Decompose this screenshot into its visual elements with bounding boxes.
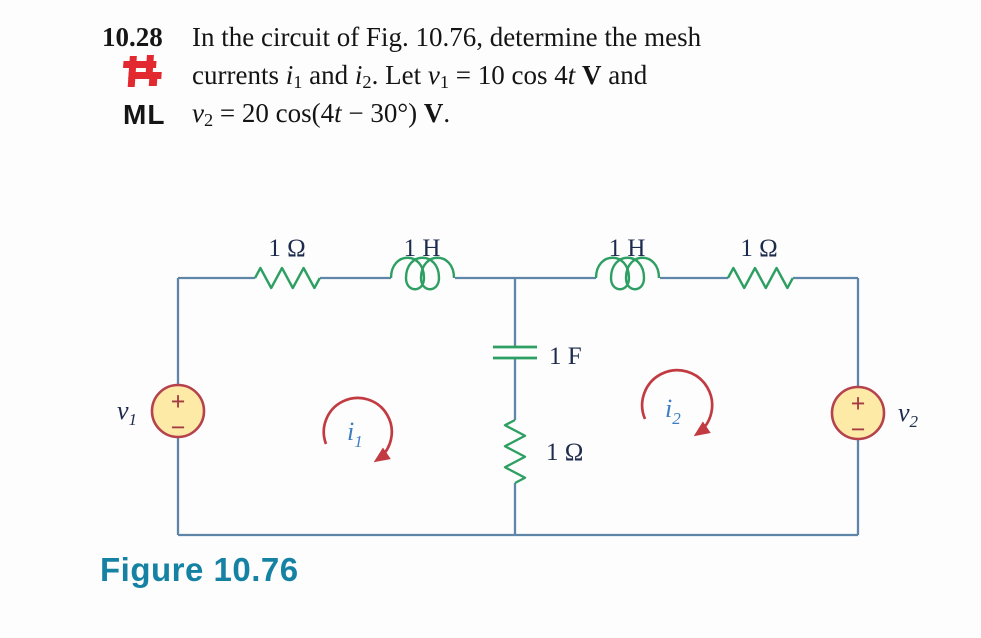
voltage-source-v2	[830, 385, 886, 441]
problem-text-line1: In the circuit of Fig. 10.76, determine …	[192, 22, 702, 52]
resistor-top-left	[253, 266, 321, 290]
v2-plus-sign: +	[851, 389, 866, 418]
label-resistor-top-right: 1 Ω	[740, 235, 777, 262]
v1-minus-sign: −	[171, 413, 186, 442]
ml-badge: ML	[123, 99, 166, 130]
label-i2: i2	[665, 394, 681, 428]
problem-text-line2: currents i1 and i2. Let v1 = 10 cos 4t V…	[192, 60, 648, 93]
label-resistor-top-left: 1 Ω	[268, 235, 305, 262]
label-resistor-middle: 1 Ω	[546, 439, 583, 466]
circuit-wires	[176, 276, 860, 537]
resistor-top-right	[726, 266, 794, 290]
label-i1: i1	[347, 417, 363, 451]
pspice-hash-icon	[123, 55, 162, 87]
v2-minus-sign: −	[851, 415, 866, 444]
capacitor-middle	[493, 345, 537, 360]
problem-text-line3: v2 = 20 cos(4t − 30°) V.	[192, 98, 451, 131]
mesh-arrow-i1	[322, 396, 394, 463]
label-inductor-top-right: 1 H	[609, 235, 646, 262]
label-v2: v2	[898, 398, 919, 431]
figure-caption: Figure 10.76	[100, 551, 299, 588]
problem-number: 10.28	[102, 22, 163, 52]
inductor-top-right	[594, 256, 661, 291]
inductor-top-left	[389, 256, 456, 291]
resistor-middle	[503, 418, 527, 485]
mesh-arrow-i2	[640, 368, 714, 437]
label-capacitor-middle: 1 F	[549, 343, 582, 370]
label-inductor-top-left: 1 H	[404, 235, 441, 262]
voltage-source-v1	[150, 383, 206, 439]
v1-plus-sign: +	[171, 387, 186, 416]
label-v1: v1	[117, 396, 137, 429]
